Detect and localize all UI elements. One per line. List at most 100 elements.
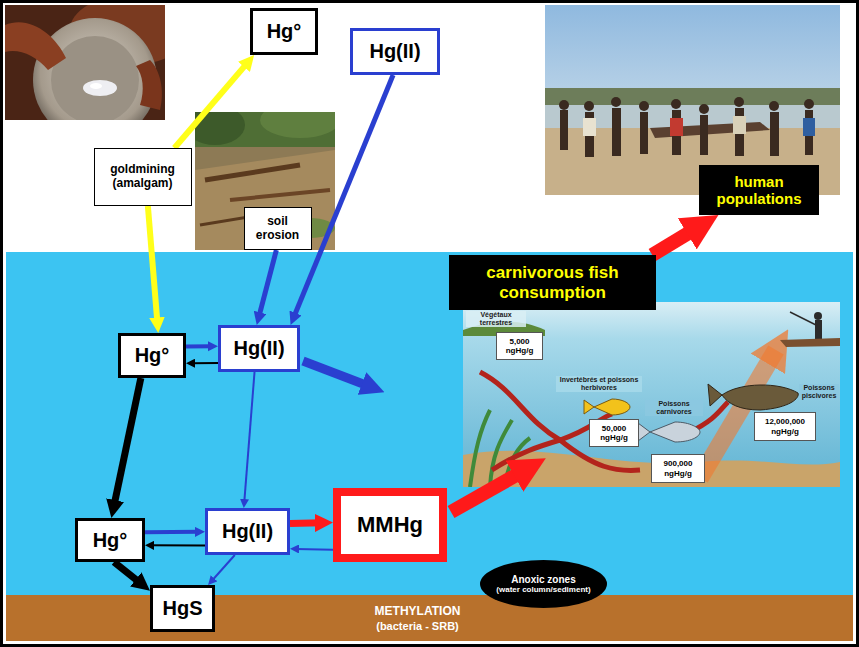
gold-panning-photo (51, 36, 139, 120)
node-text: Hg° (93, 529, 128, 552)
node-text: Hg(II) (233, 337, 284, 360)
node-text: goldmining (amalgam) (99, 163, 187, 191)
riverside-people-photo (734, 97, 744, 107)
trophic-label: Invertébrés et poissons herbivores (556, 376, 642, 392)
concentration-box: 50,000 ngHg/g (589, 419, 639, 447)
bioaccumulation-arrow (451, 469, 527, 512)
node-text: (water column/sediment) (496, 585, 590, 594)
node-text: Hg° (135, 344, 170, 367)
process-label: (bacteria - SRB) (365, 620, 470, 633)
riverside-people-photo (804, 99, 814, 109)
riverside-people-photo (769, 101, 779, 111)
food-web-illustration (708, 384, 798, 410)
methylmercury-box: MMHg (333, 488, 447, 562)
riverside-people-photo (611, 97, 621, 107)
food-web-illustration (790, 312, 818, 326)
riverside-people-photo (671, 99, 681, 109)
flow-arrow (295, 548, 333, 551)
riverside-people-photo (770, 112, 779, 156)
flow-arrow (244, 372, 254, 503)
node-text: soil erosion (249, 215, 307, 243)
riverside-people-photo (640, 112, 648, 154)
riverside-people-photo (700, 115, 708, 155)
concentration-box: 900,000 ngHg/g (651, 454, 705, 482)
mercury-box: Hg° (250, 8, 318, 55)
process-label: METHYLATION (365, 605, 470, 619)
flow-arrow (174, 62, 248, 148)
gold-panning-photo (83, 80, 117, 96)
riverside-people-photo (583, 118, 596, 136)
mercury-box: Hg(II) (205, 508, 290, 555)
trophic-label: Poissons carnivores (645, 400, 703, 416)
concentration-box: 5,000 ngHg/g (496, 332, 543, 360)
gold-panning-photo (90, 83, 102, 89)
node-text: 5,000 ngHg/g (501, 337, 538, 355)
riverside-people-photo (803, 118, 815, 136)
riverside-people-photo (559, 97, 814, 157)
ellipse-shape (480, 560, 607, 608)
riverside-people-photo (560, 110, 568, 150)
mercury-box: Hg(II) (350, 28, 440, 75)
gold-panning-photo (5, 22, 66, 70)
node-text: Hg(II) (369, 40, 420, 63)
node-text: 50,000 ngHg/g (594, 424, 634, 442)
highlight-box: carnivorous fish consumption (449, 255, 656, 310)
riverside-people-photo (559, 100, 569, 110)
source-box: soil erosion (244, 207, 312, 250)
water-column (6, 252, 853, 595)
zone-ellipse: Anoxic zones(water column/sediment) (480, 560, 607, 608)
node-text: HgS (163, 597, 203, 620)
riverside-people-photo (699, 104, 709, 114)
food-web-illustration (638, 422, 700, 442)
flow-arrow (212, 555, 235, 581)
mercury-box: Hg° (118, 333, 186, 378)
food-web-illustration (463, 302, 840, 487)
node-text: 900,000 ngHg/g (656, 459, 700, 477)
highlight-box: human populations (699, 165, 819, 215)
gold-panning-photo (5, 5, 165, 120)
riverside-people-photo (670, 118, 683, 136)
trophic-label: Végétaux terrestres (466, 311, 526, 327)
food-web-illustration (463, 302, 840, 487)
mercury-box: Hg(II) (218, 325, 300, 372)
node-text: carnivorous fish consumption (453, 263, 652, 302)
flow-arrow (114, 562, 141, 584)
riverside-people-photo (650, 122, 770, 138)
node-text: MMHg (357, 512, 423, 537)
node-text: human populations (703, 173, 815, 208)
flow-arrow (294, 75, 394, 318)
soil-erosion-photo (205, 165, 300, 180)
gold-panning-photo (136, 60, 162, 110)
soil-erosion-photo (195, 150, 335, 250)
soil-erosion-photo (230, 190, 330, 200)
flow-arrow (652, 226, 700, 255)
food-web-illustration (790, 312, 822, 342)
node-text: Hg° (267, 20, 302, 43)
flow-arrow (259, 250, 277, 317)
mercury-box: Hg° (75, 518, 145, 562)
sediment (6, 595, 853, 641)
node-text: Hg(II) (222, 520, 273, 543)
mercury-box: HgS (150, 585, 215, 632)
flow-arrow (150, 544, 205, 546)
soil-erosion-photo (195, 112, 335, 250)
riverside-people-photo (612, 108, 621, 156)
flow-arrow (186, 344, 212, 348)
riverside-people-photo (639, 101, 649, 111)
node-text: Anoxic zones (511, 574, 575, 586)
flow-arrow (191, 362, 218, 364)
soil-erosion-photo (260, 112, 335, 138)
source-box: goldmining (amalgam) (94, 148, 192, 206)
flow-arrow (148, 206, 158, 324)
riverside-people-photo (733, 116, 746, 134)
node-text: 12,000,000 ngHg/g (759, 417, 811, 435)
food-web-illustration (814, 312, 822, 320)
flow-arrow (290, 519, 322, 527)
export-arrow (303, 361, 371, 387)
food-web-illustration (584, 399, 630, 415)
flow-arrow (145, 530, 199, 534)
riverside-people-photo (584, 101, 594, 111)
concentration-box: 12,000,000 ngHg/g (754, 412, 816, 440)
